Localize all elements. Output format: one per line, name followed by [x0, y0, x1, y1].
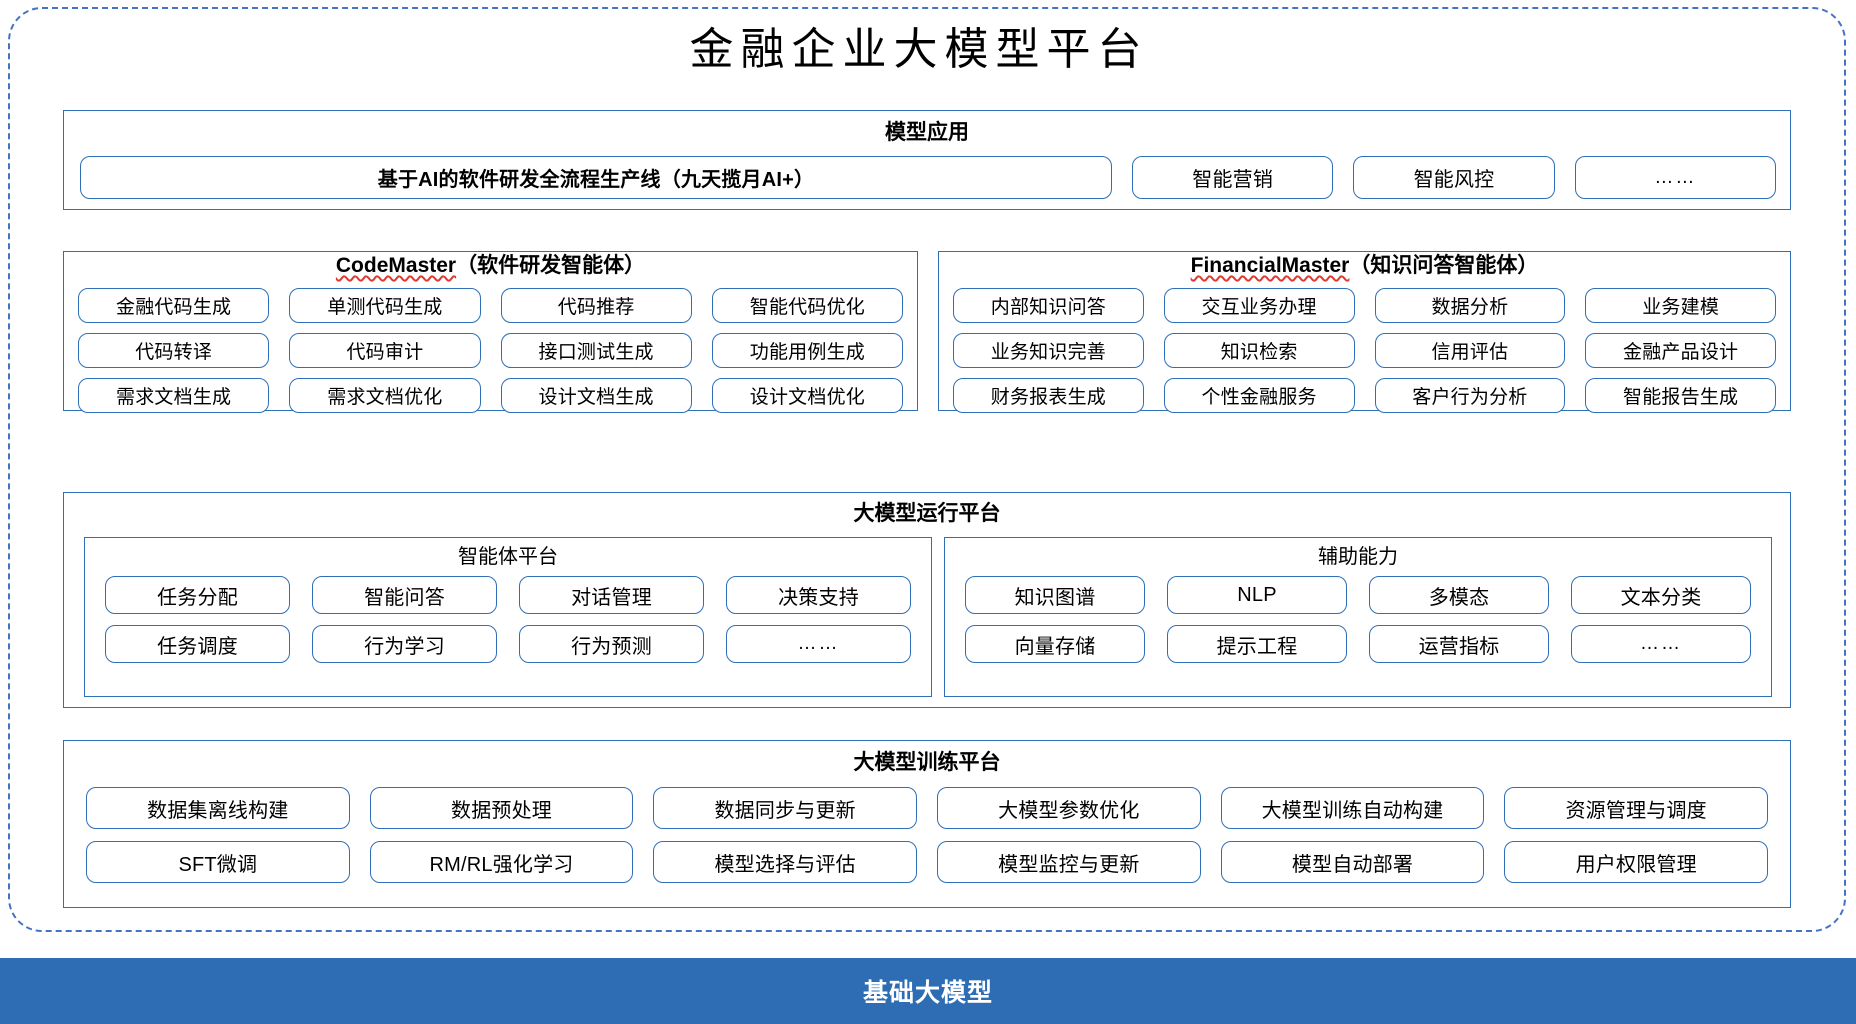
chip-fin-0-0[interactable]: 内部知识问答: [953, 288, 1144, 323]
chip-train-1-0[interactable]: SFT微调: [86, 841, 350, 883]
auxiliary-capability-title: 辅助能力: [1318, 546, 1398, 568]
runtime-platform-panel: 大模型运行平台 智能体平台 任务分配 智能问答 对话管理 决策支持 任务调度 行…: [63, 492, 1791, 708]
code-master-row: 代码转译 代码审计 接口测试生成 功能用例生成: [78, 333, 903, 368]
agent-platform-grid: 任务分配 智能问答 对话管理 决策支持 任务调度 行为学习 行为预测 ……: [105, 576, 911, 663]
app-chip-smart-risk-control[interactable]: 智能风控: [1353, 156, 1555, 199]
code-master-row: 金融代码生成 单测代码生成 代码推荐 智能代码优化: [78, 288, 903, 323]
chip-code-1-2[interactable]: 接口测试生成: [500, 333, 692, 368]
chip-train-0-2[interactable]: 数据同步与更新: [653, 787, 918, 829]
chip-fin-1-2[interactable]: 信用评估: [1374, 333, 1566, 368]
chip-train-1-5[interactable]: 用户权限管理: [1504, 841, 1769, 883]
chip-agent-0-3[interactable]: 决策支持: [726, 576, 911, 614]
chip-train-0-0[interactable]: 数据集离线构建: [86, 787, 350, 829]
app-chip-ai-pipeline[interactable]: 基于AI的软件研发全流程生产线（九天揽月AI+）: [80, 156, 1112, 199]
financial-master-grid: 内部知识问答 交互业务办理 数据分析 业务建模 业务知识完善 知识检索 信用评估…: [953, 288, 1776, 413]
agent-platform-title: 智能体平台: [458, 546, 558, 568]
model-application-title: 模型应用: [885, 121, 969, 144]
chip-fin-1-1[interactable]: 知识检索: [1163, 333, 1355, 368]
page-title: 金融企业大模型平台: [689, 25, 1149, 74]
model-application-panel: 模型应用 基于AI的软件研发全流程生产线（九天揽月AI+） 智能营销 智能风控 …: [63, 110, 1791, 210]
chip-fin-2-2[interactable]: 客户行为分析: [1374, 378, 1566, 413]
financial-master-row: 内部知识问答 交互业务办理 数据分析 业务建模: [953, 288, 1776, 323]
chip-code-1-3[interactable]: 功能用例生成: [711, 333, 903, 368]
financial-master-title: FinancialMaster（知识问答智能体）: [939, 252, 1790, 279]
app-chip-smart-marketing[interactable]: 智能营销: [1132, 156, 1334, 199]
chip-fin-2-0[interactable]: 财务报表生成: [953, 378, 1144, 413]
chip-train-0-1[interactable]: 数据预处理: [369, 787, 634, 829]
training-platform-row: 数据集离线构建 数据预处理 数据同步与更新 大模型参数优化 大模型训练自动构建 …: [86, 787, 1769, 829]
chip-train-1-1[interactable]: RM/RL强化学习: [369, 841, 634, 883]
chip-aux-0-1[interactable]: NLP: [1167, 576, 1347, 614]
agent-platform-row: 任务分配 智能问答 对话管理 决策支持: [105, 576, 911, 614]
chip-code-0-3[interactable]: 智能代码优化: [711, 288, 903, 323]
financial-master-row: 财务报表生成 个性金融服务 客户行为分析 智能报告生成: [953, 378, 1776, 413]
chip-train-0-5[interactable]: 资源管理与调度: [1504, 787, 1769, 829]
training-platform-panel: 大模型训练平台 数据集离线构建 数据预处理 数据同步与更新 大模型参数优化 大模…: [63, 740, 1791, 908]
chip-code-2-1[interactable]: 需求文档优化: [289, 378, 481, 413]
chip-fin-2-3[interactable]: 智能报告生成: [1585, 378, 1776, 413]
chip-fin-1-3[interactable]: 金融产品设计: [1585, 333, 1776, 368]
auxiliary-capability-grid: 知识图谱 NLP 多模态 文本分类 向量存储 提示工程 运营指标 ……: [965, 576, 1751, 663]
chip-aux-1-3-more[interactable]: ……: [1571, 625, 1751, 663]
chip-agent-0-0[interactable]: 任务分配: [105, 576, 290, 614]
code-master-grid: 金融代码生成 单测代码生成 代码推荐 智能代码优化 代码转译 代码审计 接口测试…: [78, 288, 903, 413]
code-master-panel: CodeMaster（软件研发智能体） 金融代码生成 单测代码生成 代码推荐 智…: [63, 251, 918, 413]
chip-fin-2-1[interactable]: 个性金融服务: [1163, 378, 1355, 413]
chip-fin-0-2[interactable]: 数据分析: [1374, 288, 1566, 323]
code-master-title: CodeMaster（软件研发智能体）: [64, 252, 917, 279]
chip-fin-1-0[interactable]: 业务知识完善: [953, 333, 1144, 368]
chip-train-1-4[interactable]: 模型自动部署: [1220, 841, 1485, 883]
agent-platform-subpanel: 智能体平台 任务分配 智能问答 对话管理 决策支持 任务调度 行为学习 行为预测…: [84, 537, 932, 697]
chip-code-2-2[interactable]: 设计文档生成: [500, 378, 692, 413]
chip-agent-1-1[interactable]: 行为学习: [312, 625, 497, 663]
chip-code-0-1[interactable]: 单测代码生成: [289, 288, 481, 323]
chip-aux-1-0[interactable]: 向量存储: [965, 625, 1145, 663]
financial-master-name: FinancialMaster: [1190, 254, 1350, 277]
chip-agent-0-2[interactable]: 对话管理: [519, 576, 704, 614]
chip-agent-0-1[interactable]: 智能问答: [312, 576, 497, 614]
code-master-row: 需求文档生成 需求文档优化 设计文档生成 设计文档优化: [78, 378, 903, 413]
chip-agent-1-2[interactable]: 行为预测: [519, 625, 704, 663]
chip-aux-1-1[interactable]: 提示工程: [1167, 625, 1347, 663]
chip-aux-0-0[interactable]: 知识图谱: [965, 576, 1145, 614]
training-platform-grid: 数据集离线构建 数据预处理 数据同步与更新 大模型参数优化 大模型训练自动构建 …: [86, 787, 1769, 883]
chip-fin-0-1[interactable]: 交互业务办理: [1163, 288, 1355, 323]
chip-code-0-0[interactable]: 金融代码生成: [78, 288, 270, 323]
runtime-platform-title: 大模型运行平台: [853, 502, 1001, 525]
chip-code-1-1[interactable]: 代码审计: [289, 333, 481, 368]
chip-train-0-4[interactable]: 大模型训练自动构建: [1220, 787, 1485, 829]
chip-code-0-2[interactable]: 代码推荐: [500, 288, 692, 323]
auxiliary-capability-subpanel: 辅助能力 知识图谱 NLP 多模态 文本分类 向量存储 提示工程 运营指标 ……: [944, 537, 1772, 697]
auxiliary-capability-row: 向量存储 提示工程 运营指标 ……: [965, 625, 1751, 663]
chip-code-2-0[interactable]: 需求文档生成: [78, 378, 270, 413]
auxiliary-capability-row: 知识图谱 NLP 多模态 文本分类: [965, 576, 1751, 614]
financial-master-panel: FinancialMaster（知识问答智能体） 内部知识问答 交互业务办理 数…: [938, 251, 1791, 413]
chip-train-0-3[interactable]: 大模型参数优化: [937, 787, 1201, 829]
agent-platform-row: 任务调度 行为学习 行为预测 ……: [105, 625, 911, 663]
financial-master-subtitle: （知识问答智能体）: [1349, 254, 1539, 277]
foundation-model-label: 基础大模型: [862, 979, 993, 1007]
training-platform-row: SFT微调 RM/RL强化学习 模型选择与评估 模型监控与更新 模型自动部署 用…: [86, 841, 1769, 883]
app-chip-more[interactable]: ……: [1574, 156, 1776, 199]
chip-train-1-2[interactable]: 模型选择与评估: [653, 841, 918, 883]
code-master-name: CodeMaster: [335, 254, 457, 277]
chip-code-1-0[interactable]: 代码转译: [78, 333, 270, 368]
chip-aux-1-2[interactable]: 运营指标: [1369, 625, 1549, 663]
chip-code-2-3[interactable]: 设计文档优化: [711, 378, 903, 413]
financial-master-row: 业务知识完善 知识检索 信用评估 金融产品设计: [953, 333, 1776, 368]
chip-aux-0-3[interactable]: 文本分类: [1571, 576, 1751, 614]
chip-aux-0-2[interactable]: 多模态: [1369, 576, 1549, 614]
training-platform-title: 大模型训练平台: [853, 751, 1001, 774]
chip-fin-0-3[interactable]: 业务建模: [1585, 288, 1776, 323]
foundation-model-bar: 基础大模型: [0, 958, 1856, 1024]
chip-agent-1-3-more[interactable]: ……: [726, 625, 911, 663]
code-master-subtitle: （软件研发智能体）: [456, 254, 646, 277]
model-application-items: 基于AI的软件研发全流程生产线（九天揽月AI+） 智能营销 智能风控 ……: [80, 156, 1776, 199]
chip-train-1-3[interactable]: 模型监控与更新: [937, 841, 1201, 883]
chip-agent-1-0[interactable]: 任务调度: [105, 625, 290, 663]
platform-outer-frame: [8, 7, 1846, 932]
